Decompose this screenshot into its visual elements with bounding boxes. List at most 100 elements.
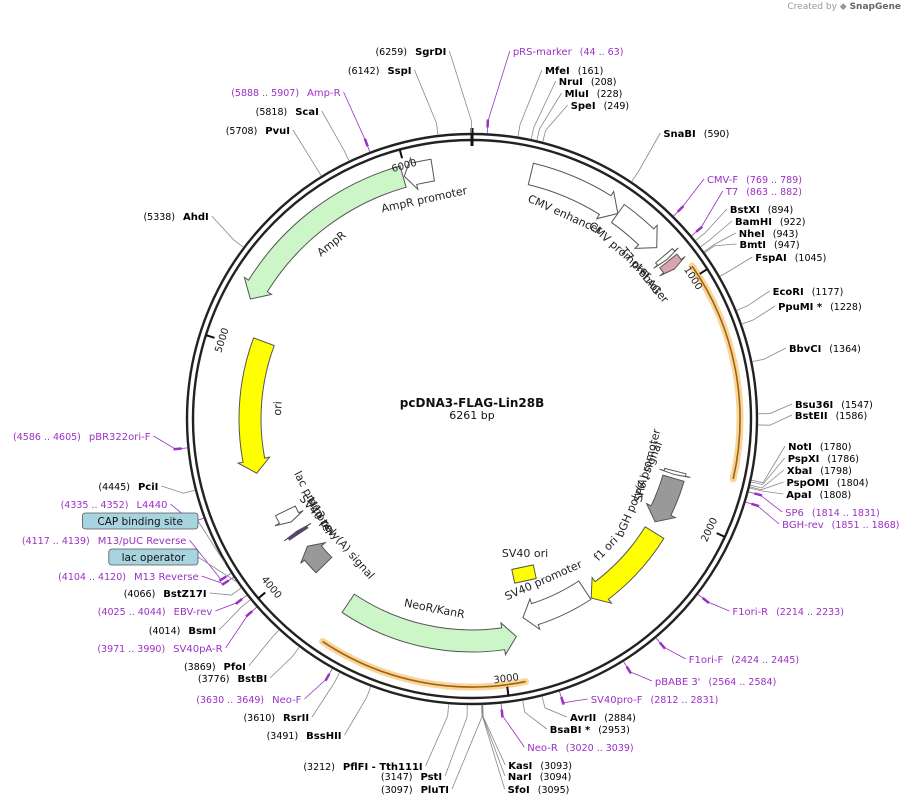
site-position: (1547) <box>841 400 873 411</box>
site-position: (5708) <box>226 126 258 137</box>
enzyme-fspai: FspAI(1045) <box>755 253 826 264</box>
site-position: (1586) <box>836 411 868 422</box>
site-name: L4440 <box>136 500 167 511</box>
enzyme-bamhi: BamHI(922) <box>735 217 805 228</box>
site-position: (3147) <box>381 772 413 783</box>
primer-sv40pa-r: (3971 .. 3990)SV40pA-R <box>97 644 222 655</box>
site-position: (863 .. 882) <box>746 187 802 198</box>
feature-label-neor-kanr: NeoR/KanR <box>403 596 466 621</box>
site-leader <box>481 704 505 790</box>
site-leader <box>704 243 737 254</box>
snapgene-logo-icon: ◆ <box>839 2 847 12</box>
scale-tick <box>398 149 404 159</box>
site-position: (4014) <box>149 626 181 637</box>
site-leader <box>517 69 543 137</box>
site-leader <box>751 445 786 484</box>
primer-prs-marker: pRS-marker(44 .. 63) <box>513 47 624 58</box>
site-name: PstI <box>420 772 442 783</box>
site-leader <box>697 594 730 612</box>
site-leader <box>425 704 450 767</box>
site-position: (3097) <box>381 785 413 796</box>
feature-sp6-promoter <box>659 467 691 478</box>
site-position: (6142) <box>348 66 380 77</box>
feature-label-lac-promoter: lac promoter <box>291 469 336 538</box>
site-leader <box>542 104 568 142</box>
feature-lac-promoter <box>274 505 304 527</box>
site-name: ScaI <box>295 107 319 118</box>
credit-brand: SnapGene <box>849 2 901 12</box>
site-leader <box>559 691 588 704</box>
site-name: M13/pUC Reverse <box>98 536 187 547</box>
site-position: (2953) <box>598 725 630 736</box>
orf-line-lin28b-orf <box>691 265 741 480</box>
site-name: pBR322ori-F <box>89 432 151 443</box>
enzyme-bstz17i: (4066)BstZ17I <box>124 589 207 600</box>
site-name: Amp-R <box>307 88 341 99</box>
site-leader <box>623 661 653 682</box>
enzyme-bsu36i: Bsu36I(1547) <box>795 400 873 411</box>
boxed-leader <box>197 520 226 564</box>
enzyme-spei: SpeI(249) <box>571 101 629 112</box>
primer-amp-r: (5888 .. 5907)Amp-R <box>231 88 340 99</box>
enzyme-nhei: NheI(943) <box>739 229 799 240</box>
site-label-layer: (6259)SgrDI(6142)SspI(5888 .. 5907)Amp-R… <box>13 47 899 796</box>
scale-tick <box>205 334 215 339</box>
site-name: SfoI <box>508 785 530 796</box>
site-position: (894) <box>768 205 794 216</box>
site-name: PvuI <box>265 126 290 137</box>
site-name: PspOMI <box>786 478 828 489</box>
feature-m13-rev <box>283 523 312 542</box>
site-leader <box>541 696 568 718</box>
site-name: AhdI <box>183 212 209 223</box>
site-position: (4335 .. 4352) <box>61 500 129 511</box>
site-name: SV40pA-R <box>173 644 222 655</box>
site-leader <box>749 481 784 491</box>
enzyme-bstxi: BstXI(894) <box>730 205 793 216</box>
primer-f1ori-r: F1ori-R (2214 .. 2233) <box>732 607 844 618</box>
site-name: NheI <box>739 229 765 240</box>
site-leader <box>153 435 188 450</box>
site-position: (3491) <box>267 731 299 742</box>
enzyme-sspi: (6142) SspI <box>348 66 412 77</box>
site-position: (2812 .. 2831) <box>651 695 719 706</box>
site-position: (4586 .. 4605) <box>13 432 81 443</box>
site-name: XbaI <box>787 466 812 477</box>
site-leader <box>215 594 248 612</box>
orf-lin28b-orf <box>688 262 744 483</box>
primer-ebv-rev: (4025 .. 4044)EBV-rev <box>98 607 213 618</box>
site-name: MluI <box>565 89 589 100</box>
site-position: (161) <box>578 66 604 77</box>
feature-t7-promoter <box>653 247 679 269</box>
site-position: (1851 .. 1868) <box>832 520 900 531</box>
site-position: (44 .. 63) <box>580 47 624 58</box>
site-name: MfeI <box>545 66 570 77</box>
primer-sp6: SP6(1814 .. 1831) <box>785 508 880 519</box>
site-name: PciI <box>138 482 158 493</box>
site-position: (2424 .. 2445) <box>731 655 799 666</box>
site-leader <box>311 672 340 718</box>
primer-f1ori-f: F1ori-F(2424 .. 2445) <box>689 655 799 666</box>
site-name: BsaBI * <box>550 725 591 736</box>
enzyme-avrii: AvrII(2884) <box>570 713 636 724</box>
primer-pbr322ori-f: (4586 .. 4605) pBR322ori-F <box>13 432 151 443</box>
enzyme-pcii: (4445) PciI <box>98 482 158 493</box>
site-leader <box>673 178 705 217</box>
feature-label-ori: ori <box>271 401 285 416</box>
site-position: (2214 .. 2233) <box>776 607 844 618</box>
enzyme-nari: NarI(3094) <box>508 772 571 783</box>
site-name: EBV-rev <box>174 607 213 618</box>
site-name: SspI <box>387 66 411 77</box>
primer-pbabe-3: pBABE 3'(2564 .. 2584) <box>655 677 776 688</box>
site-name: BGH-rev <box>782 520 824 531</box>
site-position: (590) <box>704 129 730 140</box>
credit-prefix: Created by <box>787 2 837 12</box>
site-name: PpuMI * <box>778 302 823 313</box>
site-leader <box>343 91 371 153</box>
site-position: (4445) <box>98 482 130 493</box>
site-leader <box>414 69 439 136</box>
site-leader <box>757 414 793 426</box>
site-name: PflFI - Tth111I <box>343 762 423 773</box>
site-leader-layer <box>153 50 793 790</box>
site-name: F1ori-R <box>732 607 768 618</box>
